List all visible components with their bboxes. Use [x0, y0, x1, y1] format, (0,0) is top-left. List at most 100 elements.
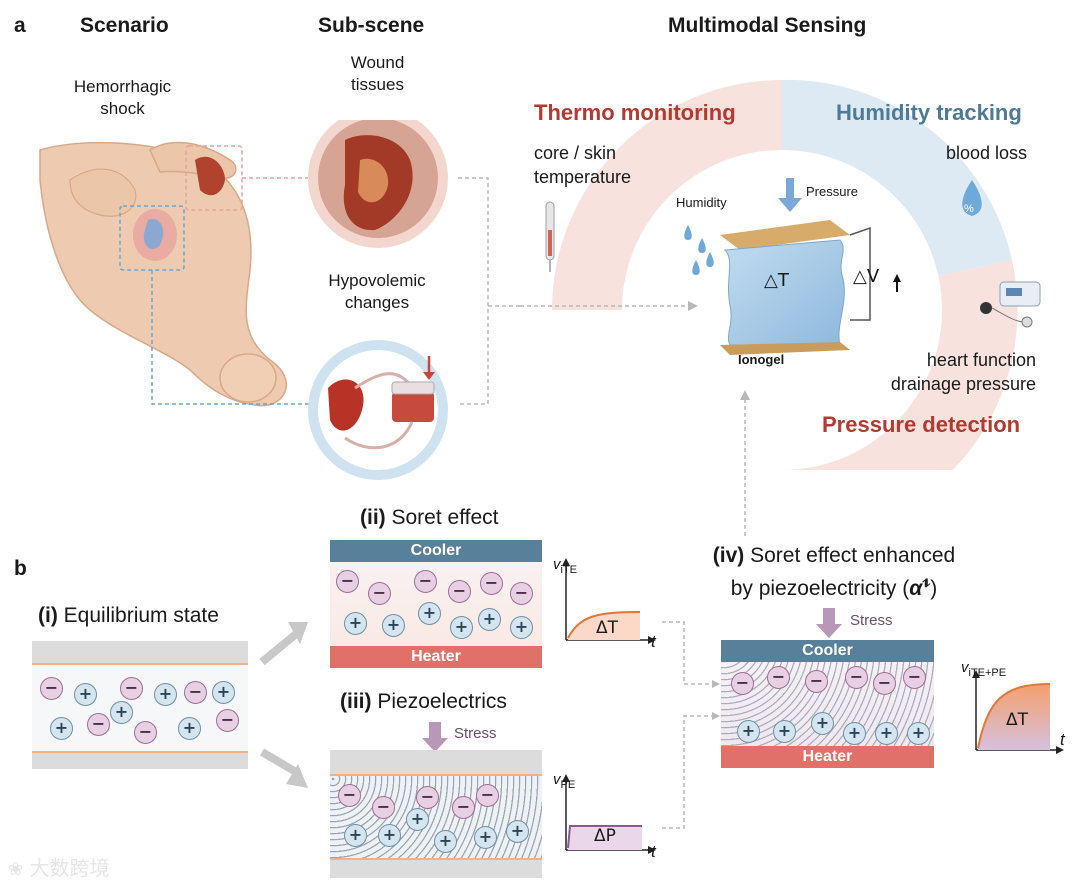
plot-pe-v: v	[553, 771, 561, 788]
iv-to-wheel-arrow	[740, 390, 750, 536]
gel-pressure-label: Pressure	[806, 184, 859, 199]
gel-delta-v: △V	[853, 266, 880, 287]
plot-pe-delta: ΔP	[594, 826, 616, 846]
wound-tissue-circle	[308, 120, 448, 248]
wound-label: Wound tissues	[320, 52, 435, 96]
hypo-label-line1: Hypovolemic	[328, 271, 426, 290]
thermo-desc-line2: temperature	[534, 167, 632, 187]
cation: +	[74, 683, 97, 706]
cation: +	[478, 608, 501, 631]
anion: −	[805, 670, 828, 693]
scenario-header: Scenario	[80, 14, 169, 37]
anion: −	[216, 709, 239, 732]
heater-bar: Heater	[721, 746, 934, 768]
state-ii-text: Soret effect	[391, 506, 499, 529]
shock-label: Hemorrhagic shock	[50, 76, 195, 120]
cation: +	[843, 722, 866, 745]
plot-pe	[562, 774, 656, 854]
cation: +	[406, 808, 429, 831]
anion: −	[368, 582, 391, 605]
wound-callout-box	[185, 145, 243, 211]
state-iv-text-2: by piezoelectricity (	[730, 577, 910, 600]
soret-cell: Cooler Heater − − − − − − + + + + + +	[330, 540, 542, 668]
cation: +	[212, 681, 235, 704]
merge-connectors	[662, 621, 720, 829]
cation: +	[875, 722, 898, 745]
cation: +	[907, 722, 930, 745]
anion: −	[414, 570, 437, 593]
plot-combo-sub: iTE+PE	[968, 667, 1007, 679]
branch-arrows	[259, 622, 308, 788]
anion: −	[903, 666, 926, 689]
anion: −	[873, 672, 896, 695]
thermo-desc-line1: core / skin	[534, 143, 617, 163]
state-iv-line1: (iv) Soret effect enhanced	[694, 541, 974, 570]
drop-percent: %	[964, 203, 974, 215]
anion: −	[480, 572, 503, 595]
cation: +	[344, 612, 367, 635]
plot-combo-delta: ΔT	[1006, 710, 1029, 730]
cation: +	[154, 683, 177, 706]
cooler-bar: Cooler	[330, 540, 542, 562]
state-iv-alpha: α	[909, 577, 923, 600]
anion: −	[134, 721, 157, 744]
shock-label-line2: shock	[100, 99, 145, 118]
cation: +	[382, 614, 405, 637]
piezo-cell: − − − − − + + + + + +	[330, 750, 542, 878]
cation: +	[434, 830, 457, 853]
cation: +	[378, 824, 401, 847]
anion: −	[184, 681, 207, 704]
plot-ite-ylabel: viTE	[553, 556, 577, 576]
wound-label-line1: Wound	[350, 53, 405, 72]
stress-label-iv: Stress	[850, 612, 893, 629]
humidity-title: Humidity tracking	[836, 100, 1022, 125]
anion: −	[338, 784, 361, 807]
plot-ite-delta: ΔT	[596, 618, 619, 638]
watermark-text: 大数跨境	[29, 856, 110, 880]
cation: +	[506, 820, 529, 843]
stress-label-iii: Stress	[454, 725, 497, 742]
gel-name: Ionogel	[738, 352, 785, 367]
hypo-label-line2: changes	[344, 293, 410, 312]
plot-combo-v: v	[961, 659, 969, 676]
state-ii-num: (ii)	[360, 506, 386, 529]
thermo-title: Thermo monitoring	[534, 100, 736, 125]
heater-bar: Heater	[330, 646, 542, 668]
state-iii-title: (iii) Piezoelectrics	[340, 690, 507, 714]
cation: +	[474, 826, 497, 849]
anion: −	[416, 786, 439, 809]
subscene-header: Sub-scene	[318, 14, 425, 37]
cation: +	[450, 616, 473, 639]
ionogel-cube	[720, 178, 901, 355]
hypovolemic-circle	[308, 340, 448, 480]
panel-b-label: b	[14, 557, 27, 580]
plot-ite-v: v	[553, 556, 561, 573]
stress-arrow-iii	[422, 722, 448, 752]
anion: −	[452, 796, 475, 819]
state-iii-text: Piezoelectrics	[377, 690, 507, 713]
state-iv-sup: ⥮	[922, 578, 931, 590]
state-iv-num: (iv)	[712, 544, 745, 567]
enhanced-cell: Cooler Heater − − − − − − + + + + + +	[721, 640, 934, 768]
state-i-title: (i) Equilibrium state	[38, 604, 219, 628]
pressure-desc-line2: drainage pressure	[890, 374, 1036, 394]
thermometer-icon	[545, 201, 555, 272]
cation: +	[344, 824, 367, 847]
anion: −	[372, 796, 395, 819]
cation: +	[50, 717, 73, 740]
plot-ite-t: t	[651, 632, 656, 651]
state-i-text: Equilibrium state	[63, 604, 219, 627]
anion: −	[87, 713, 110, 736]
cation: +	[737, 720, 760, 743]
anion: −	[120, 677, 143, 700]
sensing-header: Multimodal Sensing	[668, 14, 867, 37]
shock-label-line1: Hemorrhagic	[73, 77, 172, 96]
watermark-logo-icon: ❀	[8, 859, 24, 880]
state-iv-close: )	[930, 577, 938, 600]
plot-ite	[562, 558, 656, 644]
anion: −	[448, 580, 471, 603]
cation: +	[418, 602, 441, 625]
cation: +	[773, 720, 796, 743]
anion: −	[336, 570, 359, 593]
plot-combo	[972, 670, 1064, 754]
